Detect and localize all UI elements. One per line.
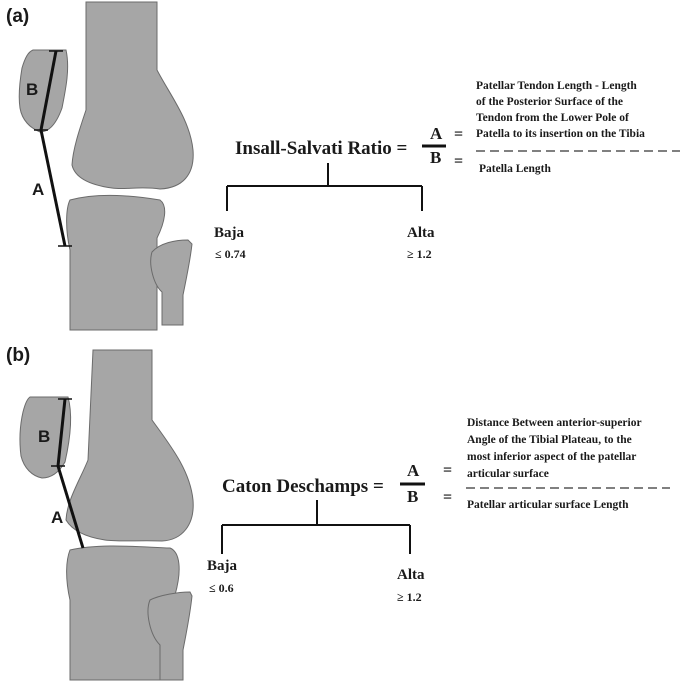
low-threshold-a: ≤ 0.74 [215, 247, 246, 261]
b-description-a: Patella Length [479, 163, 551, 175]
a-description-line-3-a: Tendon from the Lower Pole of [476, 112, 629, 124]
a-description-line-4-b: articular surface [467, 468, 549, 480]
a-description-line-1-b: Distance Between anterior-superior [467, 417, 642, 429]
b-description-b: Patellar articular surface Length [467, 499, 629, 511]
tibia-shape-a [66, 194, 166, 331]
equals-bottom-b: = [443, 489, 452, 506]
low-threshold-b: ≤ 0.6 [209, 581, 234, 595]
segment-a-label-a: A [32, 180, 44, 199]
ratio-title-a: Insall-Salvati Ratio = [235, 138, 407, 159]
high-category-b: Alta [397, 567, 425, 583]
ratio-title-b: Caton Deschamps = [222, 476, 384, 497]
panel-a: (a) B A Insall-Salvati Ratio = A B = = P… [6, 1, 680, 331]
tibia-shape-b [66, 545, 180, 681]
panel-b-label: (b) [6, 345, 30, 366]
panel-b: (b) B A Caton Deschamps = A B = = Distan… [6, 345, 670, 681]
panel-a-label: (a) [6, 6, 29, 27]
high-threshold-a: ≥ 1.2 [407, 247, 432, 261]
numerator-b: A [407, 461, 420, 480]
equals-top-b: = [443, 462, 452, 479]
femur-shape-b [65, 349, 194, 542]
fibula-shape-b [147, 591, 193, 681]
patella-shape-a [18, 49, 69, 133]
high-threshold-b: ≥ 1.2 [397, 590, 422, 604]
a-description-line-4-a: Patella to its insertion on the Tibia [476, 128, 645, 140]
a-description-line-2-b: Angle of the Tibial Plateau, to the [467, 434, 632, 446]
low-category-b: Baja [207, 558, 238, 574]
low-category-a: Baja [214, 225, 245, 241]
equals-top-a: = [454, 126, 463, 143]
segment-b-line-b [56, 398, 67, 467]
equals-bottom-a: = [454, 153, 463, 170]
fibula-shape-a [150, 239, 193, 326]
segment-b-line-a [39, 50, 58, 131]
a-description-line-2-a: of the Posterior Surface of the [476, 96, 623, 108]
segment-a-line-a [39, 129, 67, 247]
segment-b-label-b: B [38, 427, 50, 446]
a-description-line-1-a: Patellar Tendon Length - Length [476, 80, 637, 92]
segment-b-label-a: B [26, 80, 38, 99]
denominator-a: B [430, 148, 441, 167]
femur-shape-a [71, 1, 194, 190]
high-category-a: Alta [407, 225, 435, 241]
numerator-a: A [430, 124, 443, 143]
a-description-line-3-b: most inferior aspect of the patellar [467, 451, 636, 463]
segment-a-line-b [56, 465, 85, 549]
segment-a-label-b: A [51, 508, 63, 527]
denominator-b: B [407, 487, 418, 506]
